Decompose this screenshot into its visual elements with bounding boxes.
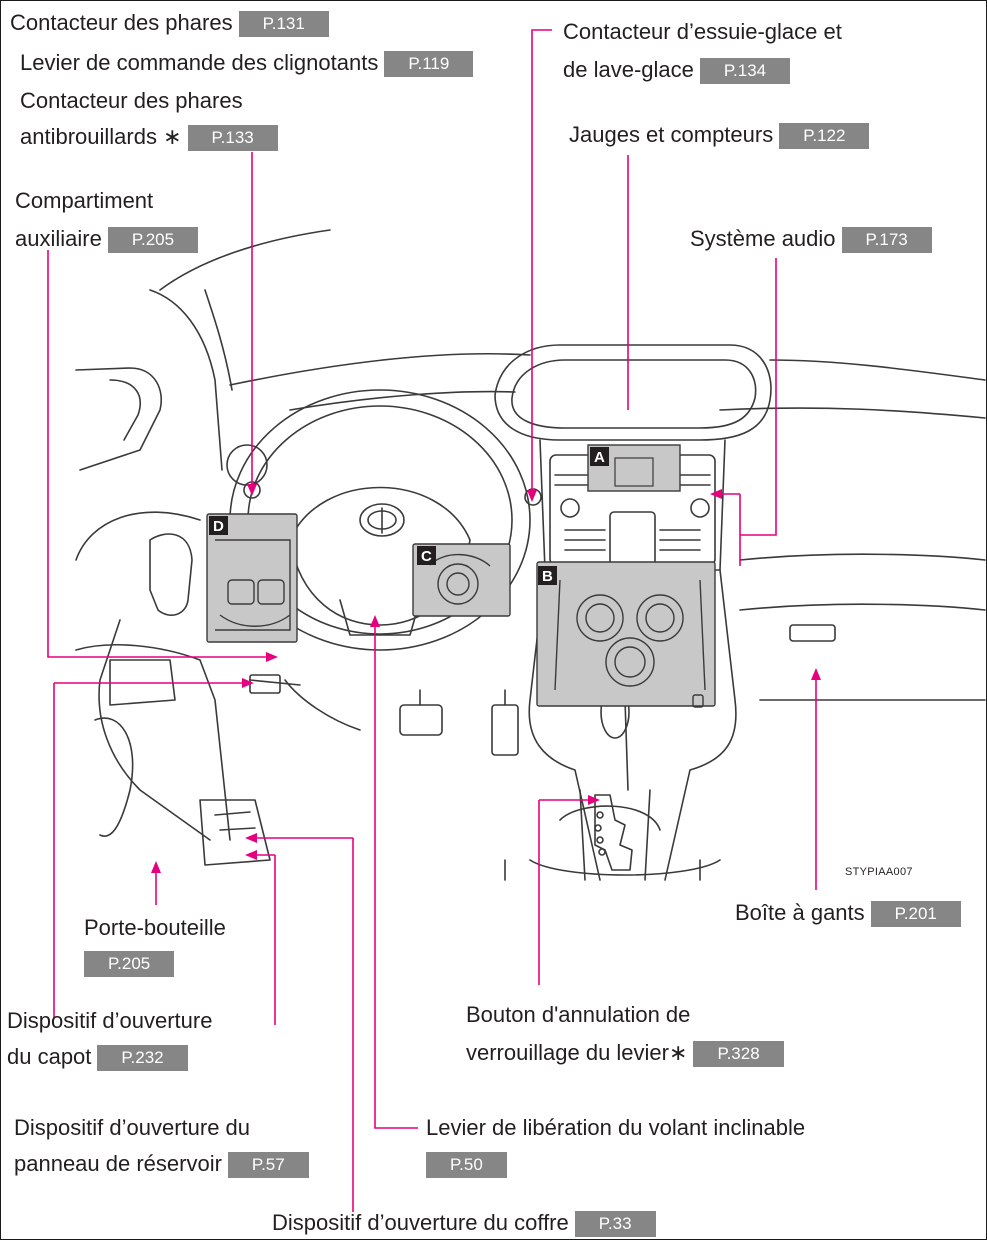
page-ref-tag[interactable]: P.33 [574,1211,656,1238]
page-ref-tag[interactable]: P.173 [841,227,932,254]
page-ref-tag[interactable]: P.131 [238,11,329,38]
page-ref-tag[interactable]: P.57 [227,1152,309,1179]
page-ref-tag[interactable]: P.50 [426,1152,507,1179]
wiper-switch-label-line1: Contacteur d’essuie-glace et [563,19,842,44]
page-ref-tag[interactable]: P.205 [107,227,199,254]
badge-b: B [542,568,553,585]
asterisk-icon: ∗ [669,1040,688,1065]
tilt-steering-lever-label: P.50 [426,1149,507,1179]
page-ref-tag[interactable]: P.201 [870,901,961,928]
shift-lock-release-label-line1: Bouton d'annulation de [466,1002,691,1027]
image-code: STYPIAA007 [845,866,913,878]
page-ref-tag[interactable]: P.328 [693,1041,784,1068]
page-ref-tag[interactable]: P.205 [84,951,175,978]
tilt-steering-lever-label-line1: Levier de libération du volant inclinabl… [426,1115,806,1140]
fog-light-switch-label: antibrouillards ∗P.133 [20,122,278,152]
page-ref-tag[interactable]: P.119 [384,51,474,78]
asterisk-icon: ∗ [163,124,182,149]
aux-compartment-label-line1: Compartiment [15,188,154,213]
badge-a: A [594,449,605,466]
hood-release-label-line1: Dispositif d’ouverture [7,1008,213,1033]
shift-lock-release-label: verrouillage du levier∗P.328 [466,1038,784,1068]
badge-c: C [421,548,432,565]
bottle-holder-label-line1: Porte-bouteille [84,915,226,940]
page-ref-tag[interactable]: P.133 [187,125,278,152]
bottle-holder-label: P.205 [84,948,175,978]
fuel-door-opener-label-line1: Dispositif d’ouverture du [14,1115,251,1140]
badge-d: D [213,518,224,535]
page-ref-tag[interactable]: P.232 [97,1045,188,1072]
fog-light-switch-label-line1: Contacteur des phares [20,88,243,113]
page-ref-tag[interactable]: P.122 [779,123,870,150]
page-ref-tag[interactable]: P.134 [699,58,791,85]
